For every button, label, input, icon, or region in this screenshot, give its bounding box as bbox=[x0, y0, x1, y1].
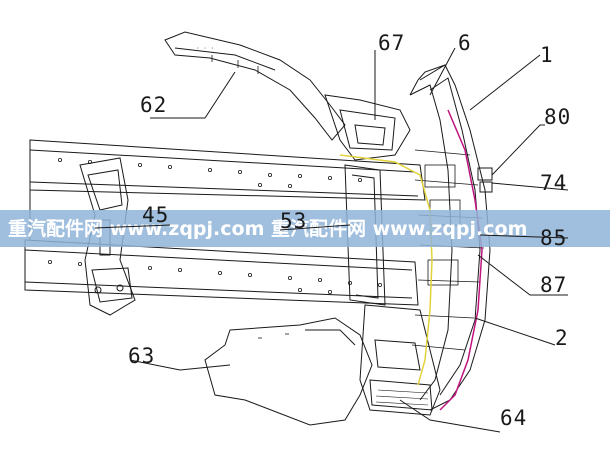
leader-80 bbox=[491, 124, 545, 176]
harness-magenta bbox=[439, 109, 483, 411]
callout-45: 45 bbox=[142, 203, 169, 227]
leader-62 bbox=[150, 71, 236, 119]
callout-85: 85 bbox=[540, 226, 567, 250]
leader-63 bbox=[129, 359, 231, 371]
leader-74 bbox=[491, 182, 569, 191]
leader-64 bbox=[399, 399, 501, 433]
callout-1: 1 bbox=[540, 43, 554, 67]
callout-74: 74 bbox=[540, 171, 567, 195]
callout-63: 63 bbox=[128, 344, 155, 368]
step-64 bbox=[359, 304, 441, 416]
lower-panel-63 bbox=[204, 317, 373, 426]
harness-yellow bbox=[339, 154, 433, 386]
callout-53: 53 bbox=[280, 209, 307, 233]
leader-1 bbox=[469, 54, 541, 111]
bracket-67 bbox=[324, 94, 411, 161]
leader-87 bbox=[477, 254, 568, 296]
upper-panel-62 bbox=[164, 31, 346, 141]
callout-64: 64 bbox=[500, 406, 527, 430]
callout-2: 2 bbox=[555, 326, 569, 350]
panel-stamp: · · · bbox=[196, 45, 214, 52]
leader-45 bbox=[94, 224, 171, 229]
connector-80 bbox=[477, 167, 493, 193]
callout-87: 87 bbox=[540, 273, 567, 297]
leader-53 bbox=[279, 224, 351, 231]
callout-80: 80 bbox=[544, 105, 571, 129]
leader-2 bbox=[474, 317, 556, 346]
callout-67: 67 bbox=[378, 31, 405, 55]
leader-6 bbox=[429, 47, 456, 96]
leader-85 bbox=[479, 234, 569, 239]
svg-text:重汽配件网 www.zqpj.com 重汽配件网 www.z: 重汽配件网 www.zqpj.com 重汽配件网 www.zqpj.com bbox=[8, 217, 527, 240]
callout-6: 6 bbox=[458, 31, 472, 55]
frame-rails bbox=[24, 139, 426, 306]
callout-62: 62 bbox=[140, 93, 167, 117]
